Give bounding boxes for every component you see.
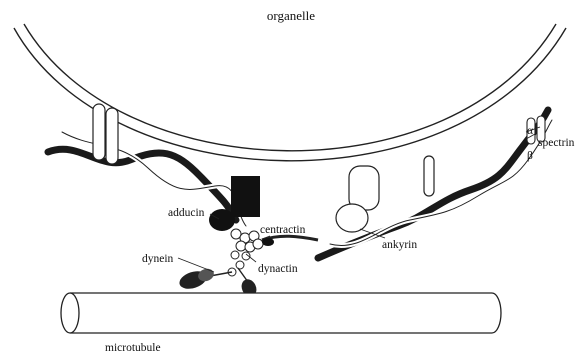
dynactin-bead bbox=[231, 229, 241, 239]
membrane-protein-left-a bbox=[93, 104, 105, 160]
microtubule-end-cap bbox=[61, 293, 79, 333]
centractin-end-cap bbox=[262, 238, 274, 246]
dynactin-bead bbox=[236, 261, 244, 269]
centractin-filament bbox=[262, 236, 318, 246]
ankyrin-globule bbox=[336, 204, 368, 232]
beta-label: β bbox=[527, 150, 533, 162]
membrane-protein-left-pair bbox=[93, 104, 118, 164]
microtubule-cylinder bbox=[61, 293, 501, 333]
dynactin-bead bbox=[236, 241, 246, 251]
membrane-protein-left-b bbox=[106, 108, 118, 164]
dynactin-label: dynactin bbox=[258, 263, 298, 275]
ankyrin-label: ankyrin bbox=[382, 239, 417, 251]
dynactin-bead bbox=[231, 251, 239, 259]
centractin-label: centractin bbox=[260, 224, 306, 236]
membrane-protein-dark-block bbox=[231, 176, 260, 217]
leader-line bbox=[178, 258, 214, 272]
dynactin-bead bbox=[253, 239, 263, 249]
ankyrin-anchor-protein bbox=[336, 166, 379, 232]
microtubule-body bbox=[70, 293, 501, 333]
diagram-title: organelle bbox=[267, 8, 315, 23]
spectrin-label: spectrin bbox=[538, 137, 575, 149]
membrane-protein-right bbox=[424, 156, 434, 196]
adducin-label: adducin bbox=[168, 207, 205, 219]
adducin-protein bbox=[209, 209, 235, 231]
dynein-label: dynein bbox=[142, 253, 174, 265]
microtubule-label: microtubule bbox=[105, 342, 161, 354]
membrane-protein-ankyrin-anchor bbox=[349, 166, 379, 210]
alpha-label: α bbox=[527, 125, 533, 137]
